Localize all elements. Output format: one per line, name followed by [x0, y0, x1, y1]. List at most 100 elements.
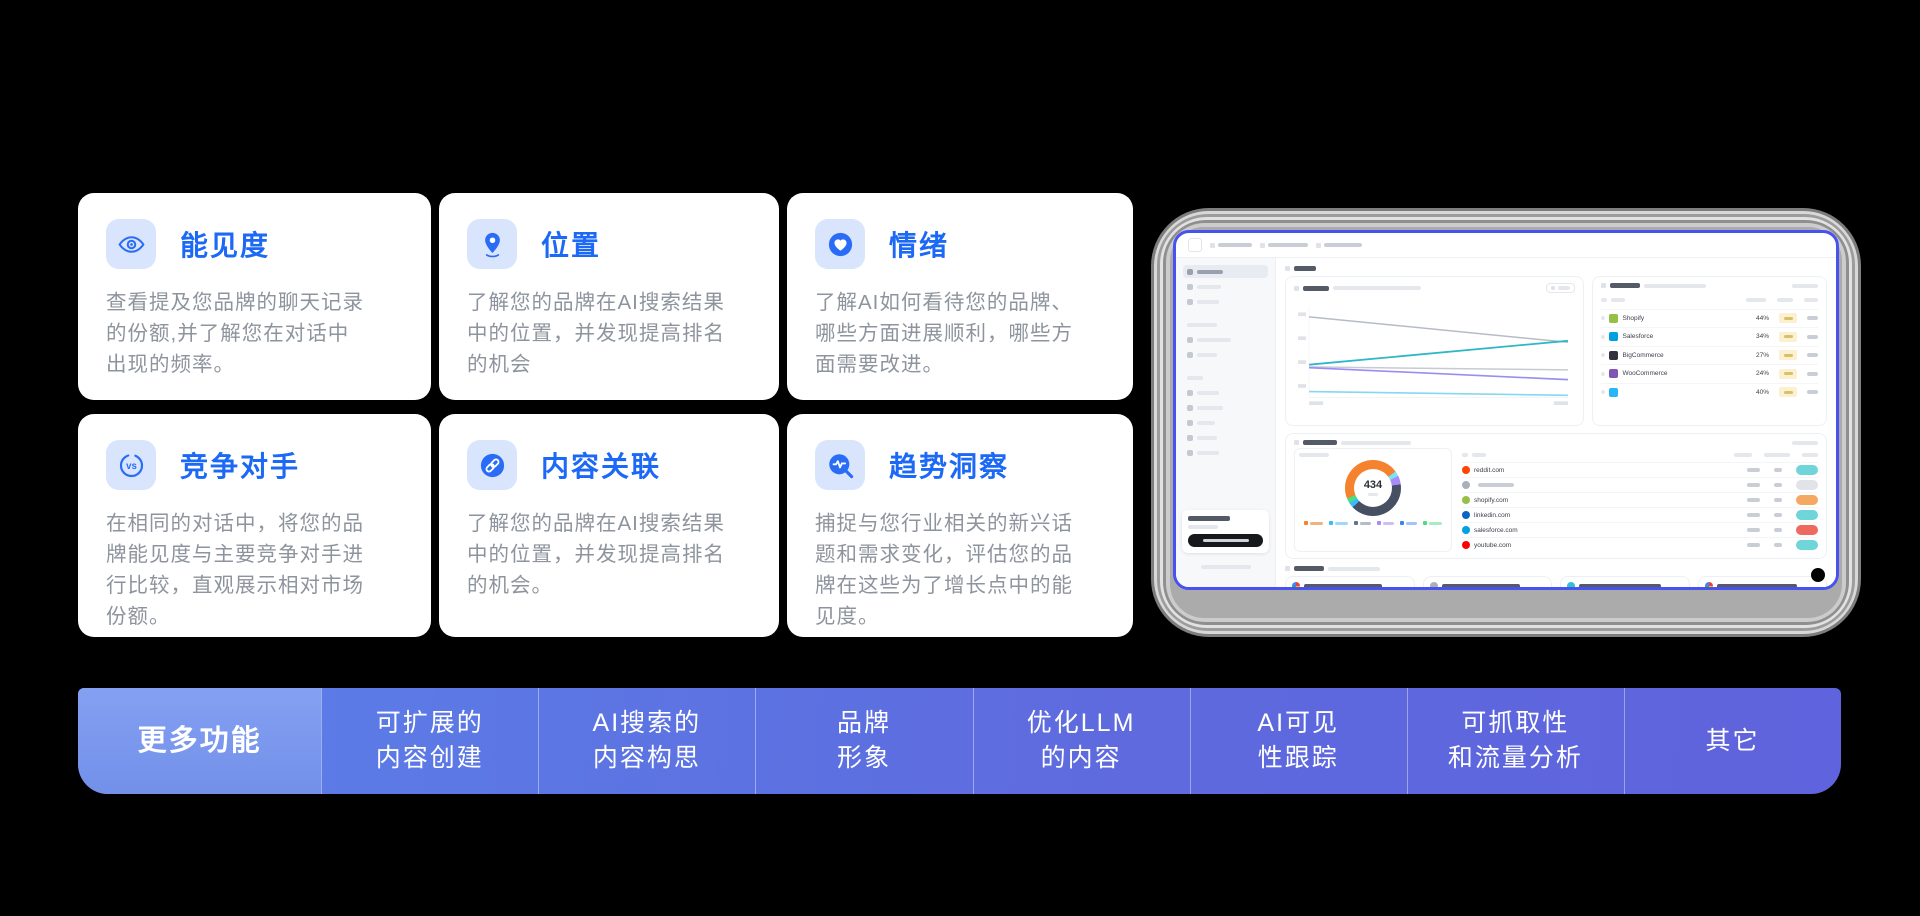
dashboard-screenshot: Shopify 44% Salesforce 34%	[1173, 230, 1839, 590]
tab-scalable-content[interactable]: 可扩展的 内容创建	[321, 688, 538, 794]
mockup-black-button	[1188, 534, 1263, 547]
mockup-section-title	[1285, 266, 1827, 271]
mockup-nav-item	[1183, 431, 1268, 444]
mockup-nav-item	[1183, 401, 1268, 414]
card-title: 情绪	[889, 230, 950, 261]
mockup-nav-item	[1183, 446, 1268, 459]
mockup-table-header	[1462, 448, 1818, 462]
mockup-donut-legend	[1304, 521, 1442, 525]
mockup-donut-value: 434	[1363, 479, 1383, 491]
mockup-insights-row	[1285, 566, 1827, 587]
heart-icon	[815, 219, 865, 269]
mockup-section-title	[1285, 566, 1827, 571]
vs-icon: vs	[106, 440, 156, 490]
mockup-breadcrumb	[1260, 242, 1308, 248]
mockup-nav-item	[1183, 386, 1268, 399]
tab-crawlability-traffic[interactable]: 可抓取性 和流量分析	[1406, 688, 1624, 794]
card-title: 内容关联	[541, 451, 662, 482]
mockup-topbar	[1176, 233, 1836, 258]
mockup-nav-item	[1183, 333, 1268, 346]
card-body: 了解您的品牌在AI搜索结果 中的位置，并发现提高排名 的机会	[467, 291, 725, 376]
card-title: 能见度	[180, 230, 271, 261]
card-title: 位置	[541, 230, 602, 261]
card-head: 趋势洞察	[815, 440, 1105, 490]
mockup-competitor-row: 40%	[1601, 382, 1818, 402]
feature-card-visibility: 能见度 查看提及您品牌的聊天记录 的份额,并了解您在对话中 出现的频率。	[78, 193, 431, 400]
device-bezel: Shopify 44% Salesforce 34%	[1170, 227, 1842, 618]
tab-ai-search-ideas[interactable]: AI搜索的 内容构思	[538, 688, 755, 794]
mockup-chart-filter	[1546, 283, 1576, 293]
mockup-competitor-row: Shopify 44%	[1601, 308, 1818, 328]
mockup-insight-card	[1560, 576, 1690, 587]
mockup-main: Shopify 44% Salesforce 34%	[1276, 258, 1836, 587]
mockup-competitor-row: WooCommerce 24%	[1601, 364, 1818, 383]
mockup-nav-section	[1183, 318, 1268, 331]
tab-other[interactable]: 其它	[1623, 688, 1841, 794]
mockup-domain-row: linkedin.com	[1462, 507, 1818, 522]
tab-llm-content[interactable]: 优化LLM 的内容	[972, 688, 1190, 794]
mockup-insight-card	[1285, 576, 1415, 587]
mockup-table-header	[1601, 291, 1818, 309]
mockup-competitor-row: BigCommerce 27%	[1601, 345, 1818, 365]
card-body: 了解AI如何看待您的品牌、 哪些方面进展顺利，哪些方 面需要改进。	[815, 291, 1073, 376]
mockup-nav-item	[1183, 280, 1268, 293]
card-head: vs 竞争对手	[106, 440, 403, 490]
mockup-card-header	[1294, 283, 1576, 293]
feature-tabs-bar: 更多功能 可扩展的 内容创建 AI搜索的 内容构思 品牌 形象 优化LLM 的内…	[78, 688, 1841, 794]
device-frame: Shopify 44% Salesforce 34%	[1151, 208, 1861, 637]
mockup-nav-item	[1183, 416, 1268, 429]
card-title: 竞争对手	[180, 451, 301, 482]
card-body: 在相同的对话中，将您的品 牌能见度与主要竞争对手进 行比较，直观展示相对市场 份…	[106, 512, 364, 628]
card-body: 查看提及您品牌的聊天记录 的份额,并了解您在对话中 出现的频率。	[106, 291, 364, 376]
tab-more-features[interactable]: 更多功能	[78, 688, 322, 794]
mockup-donut-panel: 434	[1294, 448, 1452, 552]
feature-card-sentiment: 情绪 了解AI如何看待您的品牌、 哪些方面进展顺利，哪些方 面需要改进。	[787, 193, 1133, 400]
mockup-domain-row: salesforce.com	[1462, 522, 1818, 537]
mockup-insight-card	[1422, 576, 1552, 587]
card-head: 情绪	[815, 219, 1105, 269]
tab-brand-image[interactable]: 品牌 形象	[755, 688, 972, 794]
source-icon	[1429, 582, 1438, 587]
device-mockup: Shopify 44% Salesforce 34%	[1151, 208, 1861, 637]
mockup-visibility-chart-card	[1285, 276, 1585, 426]
card-head: 能见度	[106, 219, 403, 269]
mockup-nav-item	[1183, 348, 1268, 361]
feature-card-content-link: 内容关联 了解您的品牌在AI搜索结果 中的位置，并发现提高排名 的机会。	[439, 414, 779, 637]
feature-card-position: 位置 了解您的品牌在AI搜索结果 中的位置，并发现提高排名 的机会	[439, 193, 779, 400]
card-head: 位置	[467, 219, 751, 269]
card-body: 捕捉与您行业相关的新兴话 题和需求变化，评估您的品 牌在这些为了增长点中的能 见…	[815, 512, 1073, 628]
google-icon	[1292, 582, 1300, 587]
mockup-nav-item-active	[1183, 265, 1268, 278]
features-grid: 能见度 查看提及您品牌的聊天记录 的份额,并了解您在对话中 出现的频率。 位置 …	[78, 193, 1133, 637]
mockup-line-chart	[1298, 306, 1568, 406]
mockup-competitor-card: Shopify 44% Salesforce 34%	[1592, 276, 1827, 426]
location-pin-icon	[467, 219, 517, 269]
mockup-domain-table: reddit.com shopify.com	[1462, 448, 1818, 552]
mockup-traffic-card: 434	[1285, 433, 1827, 559]
card-body: 了解您的品牌在AI搜索结果 中的位置，并发现提高排名 的机会。	[467, 512, 725, 597]
mockup-sidebar-card	[1182, 510, 1269, 553]
feature-card-trends: 趋势洞察 捕捉与您行业相关的新兴话 题和需求变化，评估您的品 牌在这些为了增长点…	[787, 414, 1133, 637]
mockup-domain-row	[1462, 477, 1818, 492]
mockup-nav-section	[1183, 371, 1268, 384]
mockup-domain-row: reddit.com	[1462, 462, 1818, 477]
tab-ai-visibility-tracking[interactable]: AI可见 性跟踪	[1189, 688, 1407, 794]
eye-icon	[106, 219, 156, 269]
mockup-domain-row: shopify.com	[1462, 492, 1818, 507]
link-icon	[467, 440, 517, 490]
mockup-card-header	[1601, 283, 1818, 288]
mockup-nav-item	[1183, 295, 1268, 308]
mockup-competitor-row: Salesforce 34%	[1601, 327, 1818, 346]
mockup-breadcrumb	[1210, 242, 1252, 248]
google-icon	[1704, 582, 1713, 587]
feature-card-competitors: vs 竞争对手 在相同的对话中，将您的品 牌能见度与主要竞争对手进 行比较，直观…	[78, 414, 431, 637]
mockup-logo	[1188, 238, 1202, 252]
card-head: 内容关联	[467, 440, 751, 490]
card-title: 趋势洞察	[889, 451, 1010, 482]
mockup-cursor-dot	[1811, 568, 1825, 582]
mockup-card-header	[1294, 440, 1818, 445]
svg-text:vs: vs	[126, 461, 137, 472]
mockup-insight-card	[1697, 576, 1827, 587]
source-icon	[1567, 582, 1575, 587]
mockup-sidebar-note	[1176, 565, 1275, 569]
